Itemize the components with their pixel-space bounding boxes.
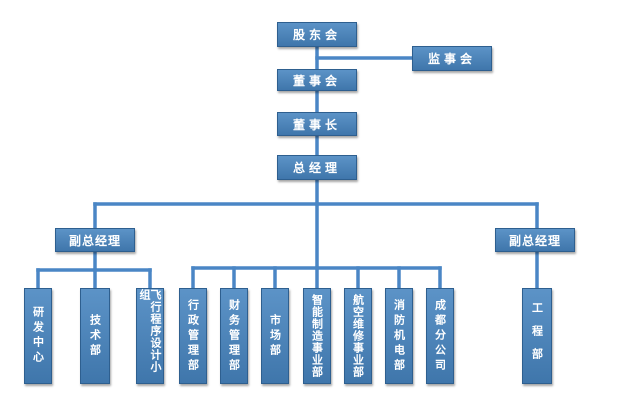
rd-center-label: 研发中心 <box>31 306 45 366</box>
deputy-gm-right-box: 副总经理 <box>495 228 575 252</box>
chairman-label: 董事长 <box>292 117 341 132</box>
administration-dept-box: 行政管理部 <box>179 288 207 384</box>
marketing-dept-box: 市场部 <box>261 288 289 384</box>
board-of-directors-box: 董事会 <box>277 69 357 91</box>
supervisory-board-box: 监事会 <box>412 46 492 71</box>
flight-procedure-design-group-label: 飞行程序设计小组 <box>138 289 162 373</box>
general-manager-label: 总经理 <box>292 161 341 175</box>
deputy-gm-left-box: 副总经理 <box>55 228 135 252</box>
engineering-dept-box: 工程部 <box>522 288 552 384</box>
technical-dept-box: 技术部 <box>80 288 110 384</box>
marketing-dept-label: 市场部 <box>268 313 282 359</box>
smart-manufacturing-division-box: 智能制造事业部 <box>303 288 331 384</box>
board-of-directors-label: 董事会 <box>292 73 341 88</box>
engineering-dept-label: 工程部 <box>530 301 544 371</box>
fire-electromechanical-dept-label: 消防机电部 <box>392 298 406 374</box>
fire-electromechanical-dept-box: 消防机电部 <box>385 288 413 384</box>
technical-dept-label: 技术部 <box>88 313 102 359</box>
aviation-maintenance-division-label: 航空维修事业部 <box>351 294 365 378</box>
shareholders-meeting-label: 股东会 <box>292 28 341 42</box>
general-manager-box: 总经理 <box>277 155 357 180</box>
finance-dept-box: 财务管理部 <box>220 288 248 384</box>
chengdu-branch-label: 成都分公司 <box>433 298 447 374</box>
aviation-maintenance-division-box: 航空维修事业部 <box>344 288 372 384</box>
chengdu-branch-box: 成都分公司 <box>426 288 454 384</box>
shareholders-meeting-box: 股东会 <box>277 22 357 47</box>
flight-procedure-design-group-box: 飞行程序设计小组 <box>136 288 164 384</box>
deputy-gm-left-label: 副总经理 <box>68 233 121 248</box>
deputy-gm-right-label: 副总经理 <box>508 233 561 248</box>
supervisory-board-label: 监事会 <box>427 52 476 66</box>
administration-dept-label: 行政管理部 <box>186 298 200 374</box>
smart-manufacturing-division-label: 智能制造事业部 <box>310 294 324 378</box>
chairman-box: 董事长 <box>277 112 357 136</box>
finance-dept-label: 财务管理部 <box>227 298 241 374</box>
rd-center-box: 研发中心 <box>24 288 52 384</box>
